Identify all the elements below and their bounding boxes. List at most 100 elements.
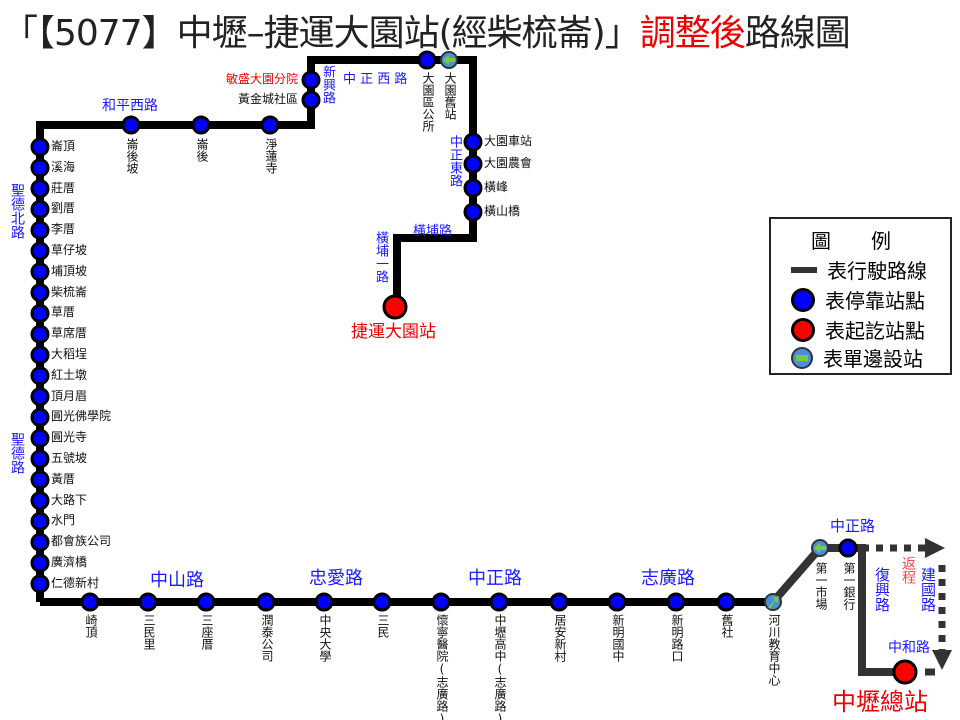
arrow-down-icon: [932, 650, 952, 670]
stop-label-final: 第一市場: [814, 562, 828, 610]
stop-label-bottom: 中央大學: [318, 614, 332, 662]
road-fuxing: 復興路: [873, 567, 891, 612]
title-highlight: 調整後: [639, 13, 746, 54]
stop-label-left: 李厝: [51, 222, 76, 237]
stop-marker: [716, 592, 736, 612]
stop-marker: [30, 262, 50, 282]
arrow-icon: [443, 55, 455, 65]
legend-label: 表起訖站點: [825, 319, 925, 343]
road-zhongzheng-2: 中正路: [830, 517, 876, 535]
stop-label-left: 五號坡: [51, 451, 88, 465]
road-heping-west: 和平西路: [102, 98, 158, 114]
stop-marker: [301, 70, 321, 90]
stop-label-left: 仁德新村: [51, 575, 100, 590]
legend-route: 表行駛路線: [791, 255, 927, 284]
stop-marker: [30, 303, 50, 323]
stop-label-left: 溪海: [51, 159, 76, 174]
stop-label-left: 紅土墩: [51, 367, 88, 382]
stop-label-final: 第一銀行: [842, 562, 856, 610]
stop-label-left: 埔頂坡: [51, 263, 88, 278]
stop-label-bottom: 河川教育中心: [767, 614, 781, 686]
legend-terminal: 表起訖站點: [791, 315, 925, 344]
stop-marker: [372, 592, 392, 612]
stop-label-left: 草仔坡: [51, 243, 88, 257]
stop-marker: [549, 592, 569, 612]
arrow-icon: [768, 596, 779, 609]
stop-label-top: 大園舊站: [443, 72, 457, 120]
stop-label-top: 崙後坡: [125, 138, 139, 174]
stop-marker: [256, 592, 276, 612]
stop-marker: [30, 407, 50, 427]
stop-label-bottom: 舊社: [720, 614, 734, 638]
title-main: 「【5077】中壢–捷運大園站(經柴梳崙)」: [2, 13, 641, 54]
stop-label-left: 圓光寺: [51, 430, 88, 445]
road-zhongzheng-west: 中 正 西 路: [343, 72, 408, 87]
stop-marker: [666, 592, 686, 612]
stop-label-east: 橫山橋: [484, 204, 521, 218]
stop-marker: [196, 592, 216, 612]
road-zhongshan: 中山路: [150, 570, 204, 591]
road-zhongzheng-east: 中正東路: [447, 135, 462, 187]
stop-marker: [30, 158, 50, 178]
legend-label: 表停靠站點: [825, 289, 925, 313]
stop-label-top: 大園區公所: [421, 72, 435, 132]
road-zhiguang: 志廣路: [641, 568, 695, 589]
road-zhongai: 忠愛路: [309, 568, 363, 589]
stop-marker: [30, 199, 50, 219]
stop-label-bottom: 崎頂: [84, 614, 98, 638]
legend-stop: 表停靠站點: [791, 285, 925, 314]
terminal-dot-icon: [791, 317, 815, 342]
stop-label-top: 淨蓮寺: [264, 138, 278, 174]
stop-label-left: 崙頂: [51, 139, 76, 153]
road-zhongzheng: 中正路: [468, 568, 522, 589]
stop-label-left: 圓光佛學院: [51, 409, 112, 424]
stop-marker: [30, 553, 50, 573]
legend-title: 圖例: [811, 229, 931, 253]
stop-marker: [30, 449, 50, 469]
stop-label-top: 崙後: [195, 138, 209, 162]
stop-label-left: 廣濟橋: [51, 555, 88, 569]
route-line-icon: [791, 266, 817, 273]
stop-marker: [30, 324, 50, 344]
stop-marker: [314, 592, 334, 612]
stop-label-east: 大園農會: [484, 156, 533, 170]
stop-marker: [431, 592, 451, 612]
stop-marker: [30, 470, 50, 490]
stop-label-east: 大園車站: [484, 134, 533, 148]
stop-marker: [30, 283, 50, 303]
stop-marker: [417, 50, 437, 70]
stop-marker: [30, 137, 50, 157]
stop-label-bottom: 居安新村: [553, 614, 567, 662]
stop-label-left: 草席厝: [51, 326, 88, 341]
stop-label-bottom: 三座厝: [200, 614, 214, 650]
stop-label-bottom: 新明路口: [670, 614, 684, 662]
road-hengpu-1: 橫埔一路: [373, 231, 388, 283]
return-label: 返程: [900, 556, 916, 584]
stop-label-left: 大稻埕: [51, 347, 88, 361]
route-line-north: [36, 56, 477, 602]
stop-marker: [838, 538, 858, 558]
stop-label-left: 黃厝: [51, 471, 76, 486]
stop-marker: [301, 90, 321, 110]
stop-label-left: 劉厝: [51, 201, 76, 216]
road-jianguo: 建國路: [919, 567, 937, 612]
stop-marker: [463, 132, 483, 152]
stop-label-left: 莊厝: [51, 180, 76, 195]
title-suffix: 路線圖: [744, 13, 851, 54]
stop-marker: [30, 241, 50, 261]
stop-marker: [463, 178, 483, 198]
stop-label-east: 橫峰: [484, 180, 509, 194]
stop-marker: [121, 115, 141, 135]
arrow-icon: [814, 543, 826, 553]
stop-label-bottom: 中壢高中(志廣路): [493, 614, 507, 720]
terminal-stop-marker: [892, 659, 918, 685]
road-shengde: 聖德路: [9, 432, 25, 474]
road-shengde-north: 聖德北路: [9, 183, 25, 239]
stop-marker: [30, 179, 50, 199]
road-hengpu: 橫埔路: [413, 224, 453, 239]
road-zhonghe: 中和路: [888, 640, 930, 656]
stop-label-left: 水門: [51, 513, 76, 528]
legend-single-side: 表單邊設站: [791, 343, 923, 372]
stop-marker: [30, 220, 50, 240]
stop-marker: [30, 532, 50, 552]
